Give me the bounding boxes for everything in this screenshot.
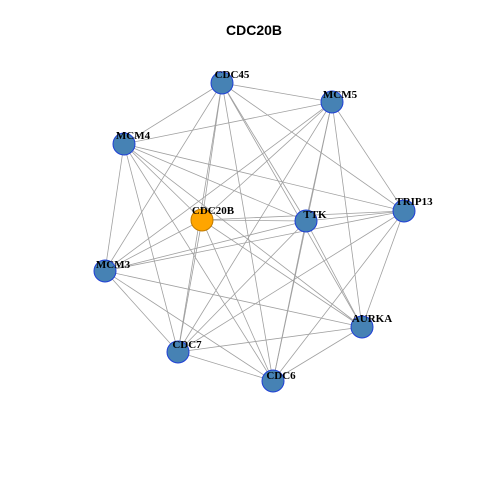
edge-mcm4-aurka (123, 143, 363, 328)
node-circle[interactable] (261, 369, 285, 393)
edge-mcm4-trip13 (123, 143, 405, 212)
node-trip13[interactable]: TRIP13 (392, 196, 433, 223)
node-label: TTK (303, 209, 327, 221)
edge-layer (104, 82, 405, 382)
node-label: CDC20B (192, 205, 235, 217)
edge-ttk-trip13 (305, 210, 405, 222)
edge-cdc45-aurka (221, 82, 363, 328)
node-label: MCM3 (96, 259, 131, 271)
node-circle[interactable] (190, 208, 214, 232)
node-cdc7[interactable]: CDC7 (166, 339, 202, 364)
edge-ttk-cdc7 (177, 220, 307, 353)
node-circle[interactable] (320, 90, 344, 114)
edge-cdc45-ttk (221, 82, 307, 222)
node-label: MCM5 (323, 89, 358, 101)
edge-mcm4-cdc20b (123, 143, 203, 221)
edge-mcm3-cdc6 (104, 270, 274, 382)
node-circle[interactable] (294, 209, 318, 233)
node-label: CDC6 (266, 370, 296, 382)
edge-ttk-mcm3 (104, 220, 307, 272)
edge-trip13-cdc7 (177, 210, 405, 353)
node-circle[interactable] (392, 199, 416, 223)
edge-cdc45-cdc6 (221, 82, 274, 382)
edge-aurka-cdc7 (177, 326, 363, 353)
node-mcm4[interactable]: MCM4 (112, 130, 151, 156)
node-circle[interactable] (210, 71, 234, 95)
edge-cdc20b-aurka (201, 219, 363, 328)
node-mcm3[interactable]: MCM3 (93, 259, 131, 283)
edge-cdc45-trip13 (221, 82, 405, 212)
edge-mcm4-cdc7 (123, 143, 179, 353)
node-label: TRIP13 (395, 196, 433, 208)
edge-cdc20b-cdc6 (201, 219, 274, 382)
node-circle[interactable] (166, 340, 190, 364)
node-aurka[interactable]: AURKA (350, 313, 392, 339)
edge-cdc7-cdc6 (177, 351, 274, 382)
node-label: MCM4 (116, 130, 151, 142)
node-cdc45[interactable]: CDC45 (210, 69, 250, 95)
node-mcm5[interactable]: MCM5 (320, 89, 358, 114)
edge-ttk-aurka (305, 220, 363, 328)
node-circle[interactable] (93, 259, 117, 283)
edge-mcm3-cdc7 (104, 270, 179, 353)
edge-mcm5-trip13 (331, 101, 405, 212)
edge-mcm5-mcm3 (104, 101, 333, 272)
edge-cdc20b-mcm3 (104, 219, 203, 272)
node-label: AURKA (352, 313, 392, 325)
edge-mcm3-aurka (104, 270, 363, 328)
graph-title: CDC20B (226, 22, 282, 38)
node-circle[interactable] (112, 132, 136, 156)
node-cdc20b[interactable]: CDC20B (190, 205, 235, 232)
edge-mcm4-cdc6 (123, 143, 274, 382)
edge-cdc45-mcm3 (104, 82, 223, 272)
edge-mcm5-cdc20b (201, 101, 333, 221)
node-ttk[interactable]: TTK (294, 209, 327, 233)
edge-cdc20b-ttk (201, 219, 307, 222)
edge-ttk-cdc6 (272, 220, 307, 382)
edge-mcm4-mcm3 (104, 143, 125, 272)
edge-trip13-cdc6 (272, 210, 405, 382)
node-label: CDC45 (215, 69, 250, 81)
edge-mcm5-aurka (331, 101, 363, 328)
edge-mcm5-cdc7 (177, 101, 333, 353)
edge-aurka-cdc6 (272, 326, 363, 382)
edge-trip13-aurka (361, 210, 405, 328)
edge-cdc45-mcm4 (123, 82, 223, 145)
edge-trip13-mcm3 (104, 210, 405, 272)
edge-cdc20b-cdc7 (177, 219, 203, 353)
node-cdc6[interactable]: CDC6 (261, 369, 296, 393)
node-label: CDC7 (172, 339, 202, 351)
edge-cdc45-mcm5 (221, 82, 333, 103)
edge-mcm4-ttk (123, 143, 307, 222)
edge-mcm5-mcm4 (123, 101, 333, 145)
node-circle[interactable] (350, 315, 374, 339)
